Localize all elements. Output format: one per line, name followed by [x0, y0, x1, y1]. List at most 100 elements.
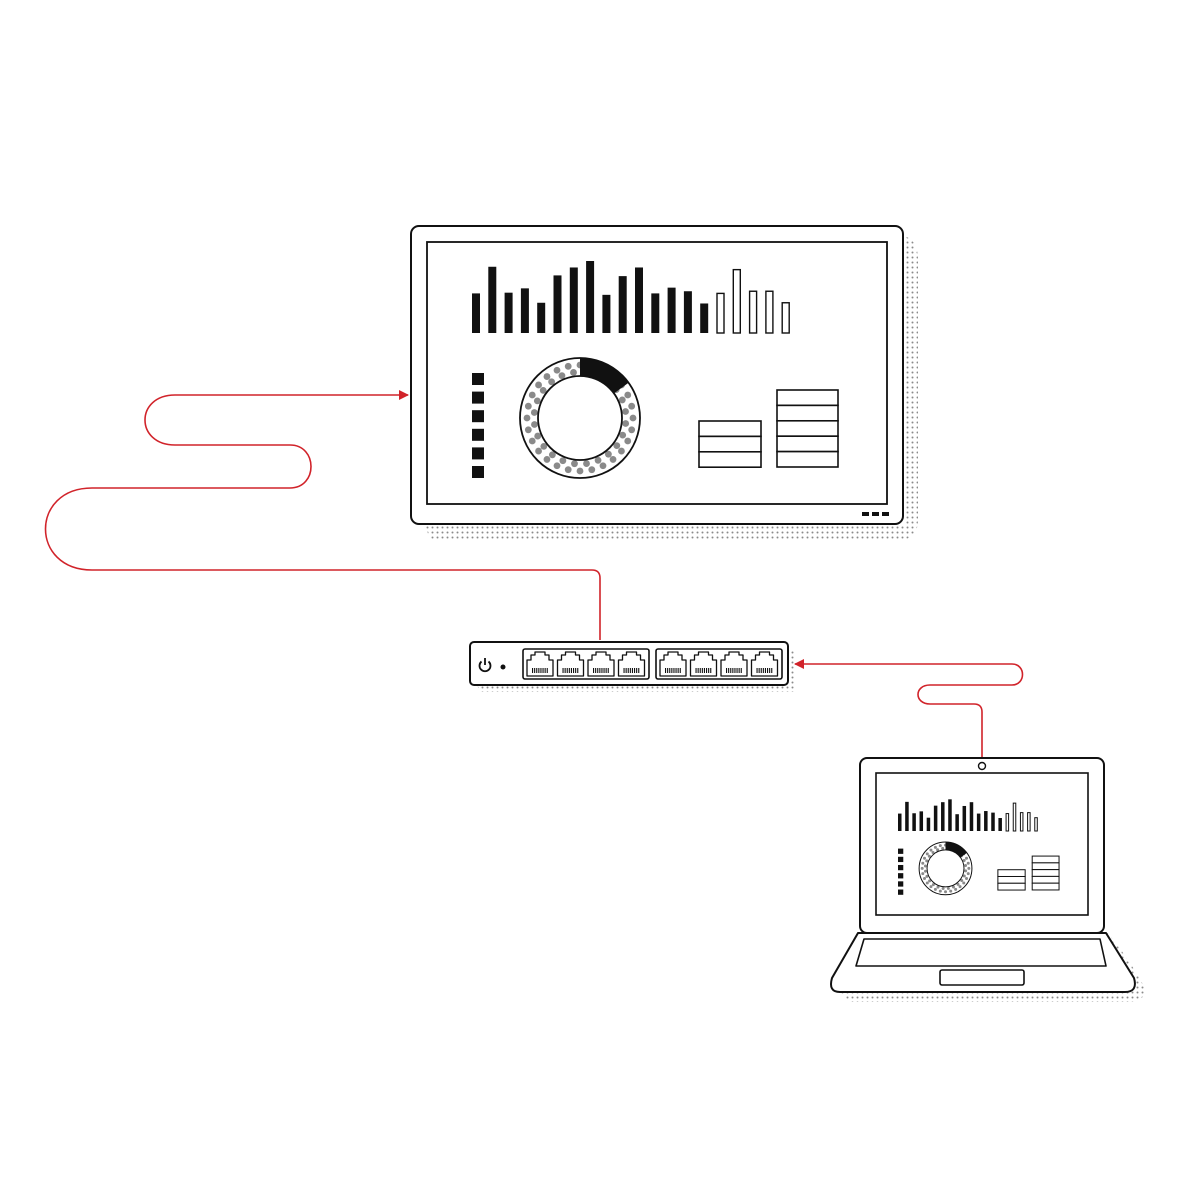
laptop-screen: [875, 772, 1089, 916]
bar-filled: [472, 293, 480, 333]
port-pin: [740, 668, 742, 673]
donut-dot: [564, 362, 572, 370]
stack-row-right: [1031, 882, 1060, 891]
bar-filled: [969, 802, 974, 831]
donut-dot: [570, 369, 577, 376]
port-pin: [730, 668, 732, 673]
bar-filled: [602, 294, 611, 333]
port-outline: [526, 651, 554, 677]
port-pin: [756, 668, 758, 673]
laptop: [830, 757, 1145, 1002]
bar-filled: [984, 811, 988, 831]
donut-dot: [539, 386, 547, 394]
donut-dot: [938, 844, 942, 848]
bar-filled: [898, 813, 902, 831]
donut-dot: [624, 437, 632, 445]
donut-dot: [599, 462, 607, 470]
bar-filled: [520, 288, 529, 333]
donut-dot: [531, 421, 538, 428]
port-outline: [587, 651, 615, 677]
donut-dot: [534, 432, 542, 440]
stack-row-right: [776, 435, 839, 453]
bar-filled: [618, 276, 627, 333]
stack-row-left: [997, 875, 1026, 884]
webcam-icon: [977, 761, 987, 771]
legend-square: [898, 848, 904, 854]
donut-dot: [956, 882, 960, 886]
port-group: [655, 648, 783, 680]
port-pin: [671, 668, 673, 673]
donut-dot: [936, 848, 940, 852]
port-pin: [573, 668, 575, 673]
port-pin: [726, 668, 728, 673]
monitor-dashboard: [472, 261, 839, 479]
donut-dot: [929, 885, 933, 889]
port-pin: [629, 668, 631, 673]
bar-outline: [748, 290, 758, 334]
donut-dot: [543, 373, 551, 380]
port-pin: [605, 668, 607, 673]
bar-outline: [1019, 812, 1024, 832]
port-pin: [764, 668, 766, 673]
donut-dot: [962, 874, 966, 878]
donut-dot: [931, 850, 935, 854]
port-pin: [697, 668, 699, 673]
bar-outline: [1012, 802, 1017, 832]
ethernet-port-icon: [556, 651, 585, 677]
port-pin: [595, 668, 597, 673]
port-pin: [760, 668, 762, 673]
port-pin: [607, 668, 609, 673]
bar-filled: [553, 275, 562, 333]
port-pin: [762, 668, 764, 673]
bar-filled: [905, 801, 909, 831]
bar-chart: [898, 799, 1038, 832]
donut-dot: [613, 442, 621, 450]
donut-dot: [925, 874, 929, 878]
bar-filled: [700, 303, 709, 333]
donut-chart: [519, 357, 641, 479]
donut-dot: [925, 852, 929, 856]
legend-square: [472, 466, 484, 478]
indicator-light: [872, 512, 879, 516]
donut-dot: [923, 877, 927, 881]
donut-dot: [921, 872, 925, 876]
donut-dot: [941, 846, 945, 850]
port-pin: [699, 668, 701, 673]
bar-filled: [683, 291, 692, 333]
donut-dot: [619, 431, 627, 439]
donut-dot: [927, 854, 931, 858]
bar-filled: [926, 817, 931, 831]
donut-dot: [618, 447, 625, 455]
donut-dot: [535, 381, 542, 389]
donut-inner-edge: [926, 849, 965, 888]
donut-dot: [949, 889, 953, 893]
ethernet-port-icon: [659, 651, 687, 677]
bar-filled: [919, 811, 924, 831]
donut-dot: [958, 885, 962, 889]
stack-row-left: [997, 882, 1026, 891]
bar-filled: [651, 293, 660, 333]
donut-dot: [535, 447, 542, 455]
port-outline: [617, 651, 646, 677]
donut-dot: [618, 396, 626, 404]
donut-outer-edge: [918, 841, 973, 896]
donut-inner-edge: [537, 375, 623, 461]
port-pin: [667, 668, 669, 673]
donut-dot: [530, 409, 538, 416]
donut-dot: [933, 845, 937, 849]
indicator-light: [862, 512, 869, 516]
donut-highlight: [945, 842, 967, 858]
donut-dot: [931, 883, 935, 887]
donut-dot: [962, 858, 966, 862]
stack-row-right: [776, 389, 839, 407]
port-pin: [566, 668, 568, 673]
port-pin: [534, 668, 536, 673]
port-pin: [627, 668, 629, 673]
stack-row-right: [776, 450, 839, 468]
donut-dot: [965, 856, 969, 860]
laptop-shadow: [840, 933, 1145, 1002]
donut-dot: [938, 889, 942, 893]
monitor: [410, 225, 918, 540]
port-pin: [562, 668, 564, 673]
